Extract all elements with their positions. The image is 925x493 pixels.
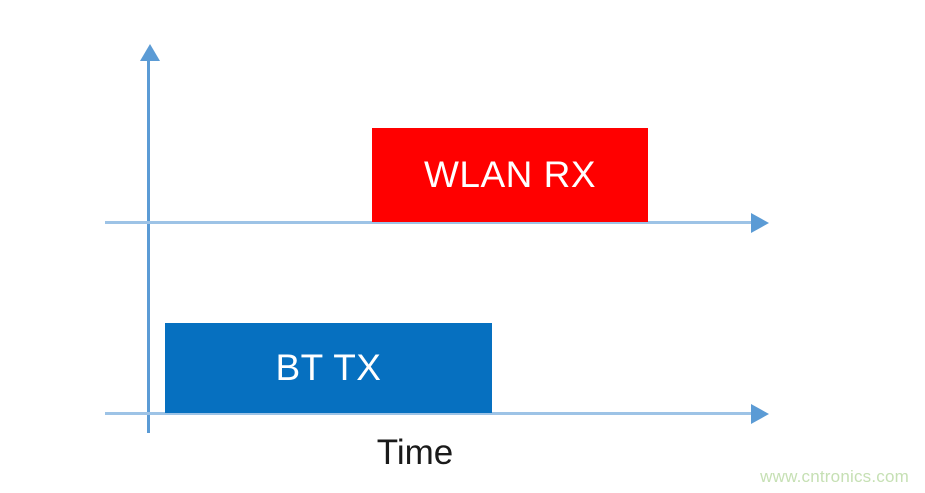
arrow-right-icon-upper [751, 213, 769, 233]
wlan-rx-block: WLAN RX [372, 128, 648, 222]
upper-time-axis-line [105, 221, 753, 224]
wlan-rx-block-label: WLAN RX [423, 153, 597, 195]
lower-time-axis-line [105, 412, 753, 415]
bt-tx-block-label: BT TX [275, 346, 382, 388]
vertical-axis-line [147, 60, 150, 433]
x-axis-title: Time [376, 433, 454, 472]
arrow-up-icon [140, 44, 160, 61]
bt-tx-block: BT TX [165, 323, 492, 413]
arrow-right-icon-lower [751, 404, 769, 424]
watermark-text: www.cntronics.com [760, 467, 909, 486]
